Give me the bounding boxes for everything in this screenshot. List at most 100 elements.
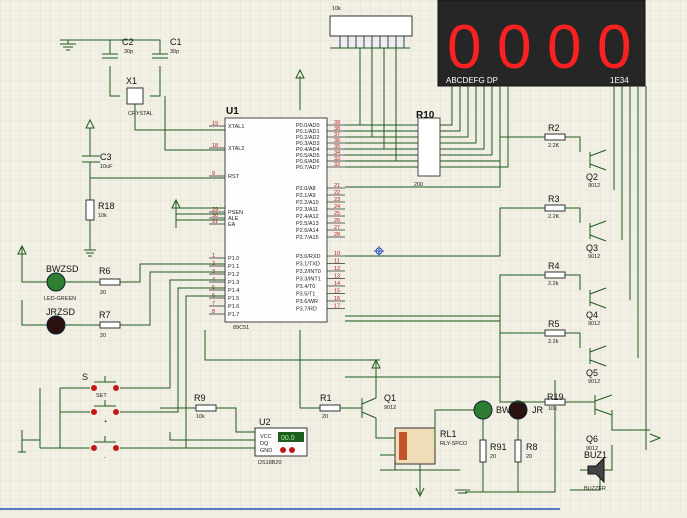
r6-body[interactable]: [99, 278, 121, 286]
driver-wire: [345, 274, 581, 322]
ds18b20-sensor[interactable]: 00.0 VCC DQ GND: [254, 427, 308, 457]
r19-body[interactable]: [544, 398, 566, 406]
r18-body[interactable]: [85, 199, 95, 221]
r10-resistor-pack[interactable]: R10 200: [414, 110, 441, 188]
mcu-pin-name: P3.4/T0: [296, 284, 315, 290]
mcu-pin-name: P1.2: [228, 272, 239, 278]
mcu-pin-name: P2.0/A8: [296, 186, 316, 192]
minus-switch-button[interactable]: [91, 436, 119, 451]
mcu-pin-name: P3.1/TXD: [296, 262, 320, 268]
r7-body[interactable]: [99, 321, 121, 329]
mcu-pin-name: P1.7: [228, 312, 239, 318]
plus-label: +: [104, 419, 107, 425]
mcu-pin-name: P0.7/AD7: [296, 165, 320, 171]
mcu-pin-name: PSEN: [228, 210, 243, 216]
ground-icon: [60, 40, 76, 51]
reset-wires: [82, 128, 225, 250]
bw-led-icon[interactable]: [473, 400, 493, 420]
top-pack-value: 10k: [332, 6, 341, 12]
top-resistor-pack[interactable]: 10k: [329, 6, 413, 37]
switch-wires: [18, 279, 225, 453]
vcc-arrow-icon: [649, 433, 662, 443]
mcu-pin-number: 36: [334, 138, 340, 144]
r19-ref: R19: [547, 392, 564, 402]
mcu-pin-number: 38: [334, 126, 340, 132]
p0-pullup-wires: [330, 47, 410, 162]
u2-ref: U2: [259, 417, 271, 427]
driver-transistor-ref: Q4: [586, 310, 598, 320]
mcu-pin-number: 31: [212, 219, 218, 225]
mcu-pin-name: P2.5/A13: [296, 221, 319, 227]
mcu-pin-number: 8: [212, 309, 215, 315]
mcu-pin-number: 26: [334, 218, 340, 224]
jrzsd-led-icon[interactable]: [46, 315, 66, 335]
q1-transistor[interactable]: [361, 397, 377, 419]
minus-label: -: [104, 455, 106, 461]
mcu-pin-name: P0.4/AD4: [296, 147, 320, 153]
buzzer-icon[interactable]: [587, 456, 605, 484]
c3-value: 10uF: [100, 164, 113, 170]
mcu-pin-number: 35: [334, 144, 340, 150]
r18-ref: R18: [98, 201, 115, 211]
set-switch-button[interactable]: [91, 376, 119, 391]
r9-body[interactable]: [195, 404, 217, 412]
crystal-x1[interactable]: X1 CRYSTAL: [126, 76, 153, 117]
r1-value: 20: [322, 414, 328, 420]
u2-readout: 00.0: [281, 435, 295, 442]
driver-resistor[interactable]: [544, 329, 566, 337]
mcu-pin-number: 37: [334, 132, 340, 138]
bw-ref: BW: [496, 405, 511, 415]
mcu-pin-name: P3.7/RD: [296, 307, 317, 313]
bwzsd-led-icon[interactable]: [46, 272, 66, 292]
led-vcc-wire: [17, 244, 48, 283]
mcu-pin-name: EA: [228, 222, 236, 228]
mcu-pin-name: XTAL2: [228, 146, 244, 152]
driver-resistor[interactable]: [544, 204, 566, 212]
mcu-pin-name: P0.5/AD5: [296, 153, 320, 159]
r7-value: 20: [100, 333, 106, 339]
mcu-pin-name: P0.3/AD3: [296, 141, 320, 147]
mcu-pin-name: P1.4: [228, 288, 239, 294]
r1-body[interactable]: [319, 404, 341, 412]
mcu-pin-name: RST: [228, 174, 240, 180]
display-digit: 0: [597, 13, 631, 82]
mcu-pin-number: 1: [212, 253, 215, 259]
driver-resistor-ref: R4: [548, 261, 560, 271]
vcc-arrow-icon: [85, 118, 95, 129]
r9-ref: R9: [194, 393, 206, 403]
mcu-pin-name: P2.2/A10: [296, 200, 319, 206]
display-common-wires: [613, 86, 647, 450]
jr-ref: JR: [532, 405, 544, 415]
relay-ground-wire: [415, 464, 425, 498]
display-digit: 0: [447, 13, 481, 82]
r7-ref: R7: [99, 310, 111, 320]
c1-ref: C1: [170, 37, 182, 47]
driver-transistor-icon: [589, 220, 607, 242]
q6-part: 9012: [586, 446, 598, 452]
r1-ref: R1: [320, 393, 332, 403]
driver-resistor[interactable]: [544, 133, 566, 141]
r8-body[interactable]: [514, 439, 522, 463]
driver-transistor-ref: Q2: [586, 172, 598, 182]
jr-led-icon[interactable]: [508, 400, 528, 420]
buz1-ref: BUZ1: [584, 450, 607, 460]
cap-plates: [102, 53, 168, 59]
driver-resistor[interactable]: [544, 271, 566, 279]
plus-switch-button[interactable]: [91, 400, 119, 415]
mcu-pin-number: 21: [334, 183, 340, 189]
mcu-pin-name: P0.0/AD0: [296, 123, 320, 129]
q6-transistor[interactable]: [594, 394, 613, 416]
r91-body[interactable]: [479, 439, 487, 463]
cursor-crosshair-ring: [375, 247, 383, 255]
x1-part: CRYSTAL: [128, 111, 153, 117]
u2-pin-vcc: VCC: [260, 434, 272, 440]
relay-rl1[interactable]: [394, 427, 436, 465]
bwzsd-part: LED-GREEN: [44, 296, 76, 302]
